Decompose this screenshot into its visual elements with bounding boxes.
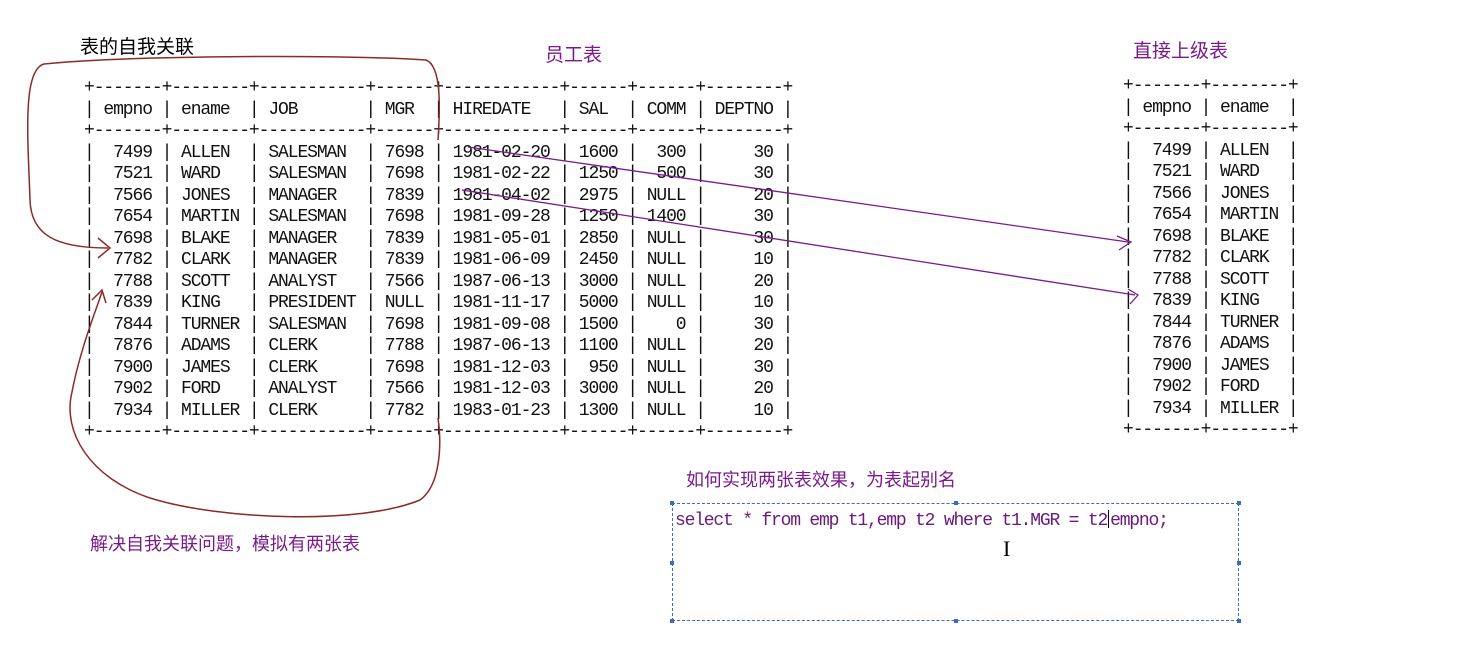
- emp-table: +-------+--------+-----------+------+---…: [84, 78, 793, 442]
- sql-before-caret: select * from emp t1,emp t2 where t1.MGR…: [675, 511, 1108, 531]
- solution-label: 解决自我关联问题，模拟有两张表: [90, 534, 360, 555]
- emp-table-title: 员工表: [545, 44, 603, 66]
- sql-after-caret: empno;: [1110, 511, 1169, 531]
- mgr-table: +-------+--------+ | empno | ename | +--…: [1123, 76, 1299, 440]
- resize-handle-tr[interactable]: [1237, 501, 1241, 505]
- sql-query-text[interactable]: select * from emp t1,emp t2 where t1.MGR…: [675, 510, 1169, 531]
- text-caret: [1108, 510, 1110, 528]
- resize-handle-b[interactable]: [954, 619, 958, 623]
- resize-handle-br[interactable]: [1237, 619, 1241, 623]
- ibeam-cursor-icon: I: [1003, 536, 1011, 561]
- alias-hint-label: 如何实现两张表效果，为表起别名: [686, 470, 956, 491]
- mgr-table-title: 直接上级表: [1133, 40, 1229, 62]
- self-join-label: 表的自我关联: [80, 36, 195, 58]
- resize-handle-bl[interactable]: [670, 619, 674, 623]
- resize-handle-t[interactable]: [954, 501, 958, 505]
- resize-handle-r[interactable]: [1237, 561, 1241, 565]
- resize-handle-l[interactable]: [670, 561, 674, 565]
- resize-handle-tl[interactable]: [670, 501, 674, 505]
- sql-text-box[interactable]: select * from emp t1,emp t2 where t1.MGR…: [670, 501, 1241, 623]
